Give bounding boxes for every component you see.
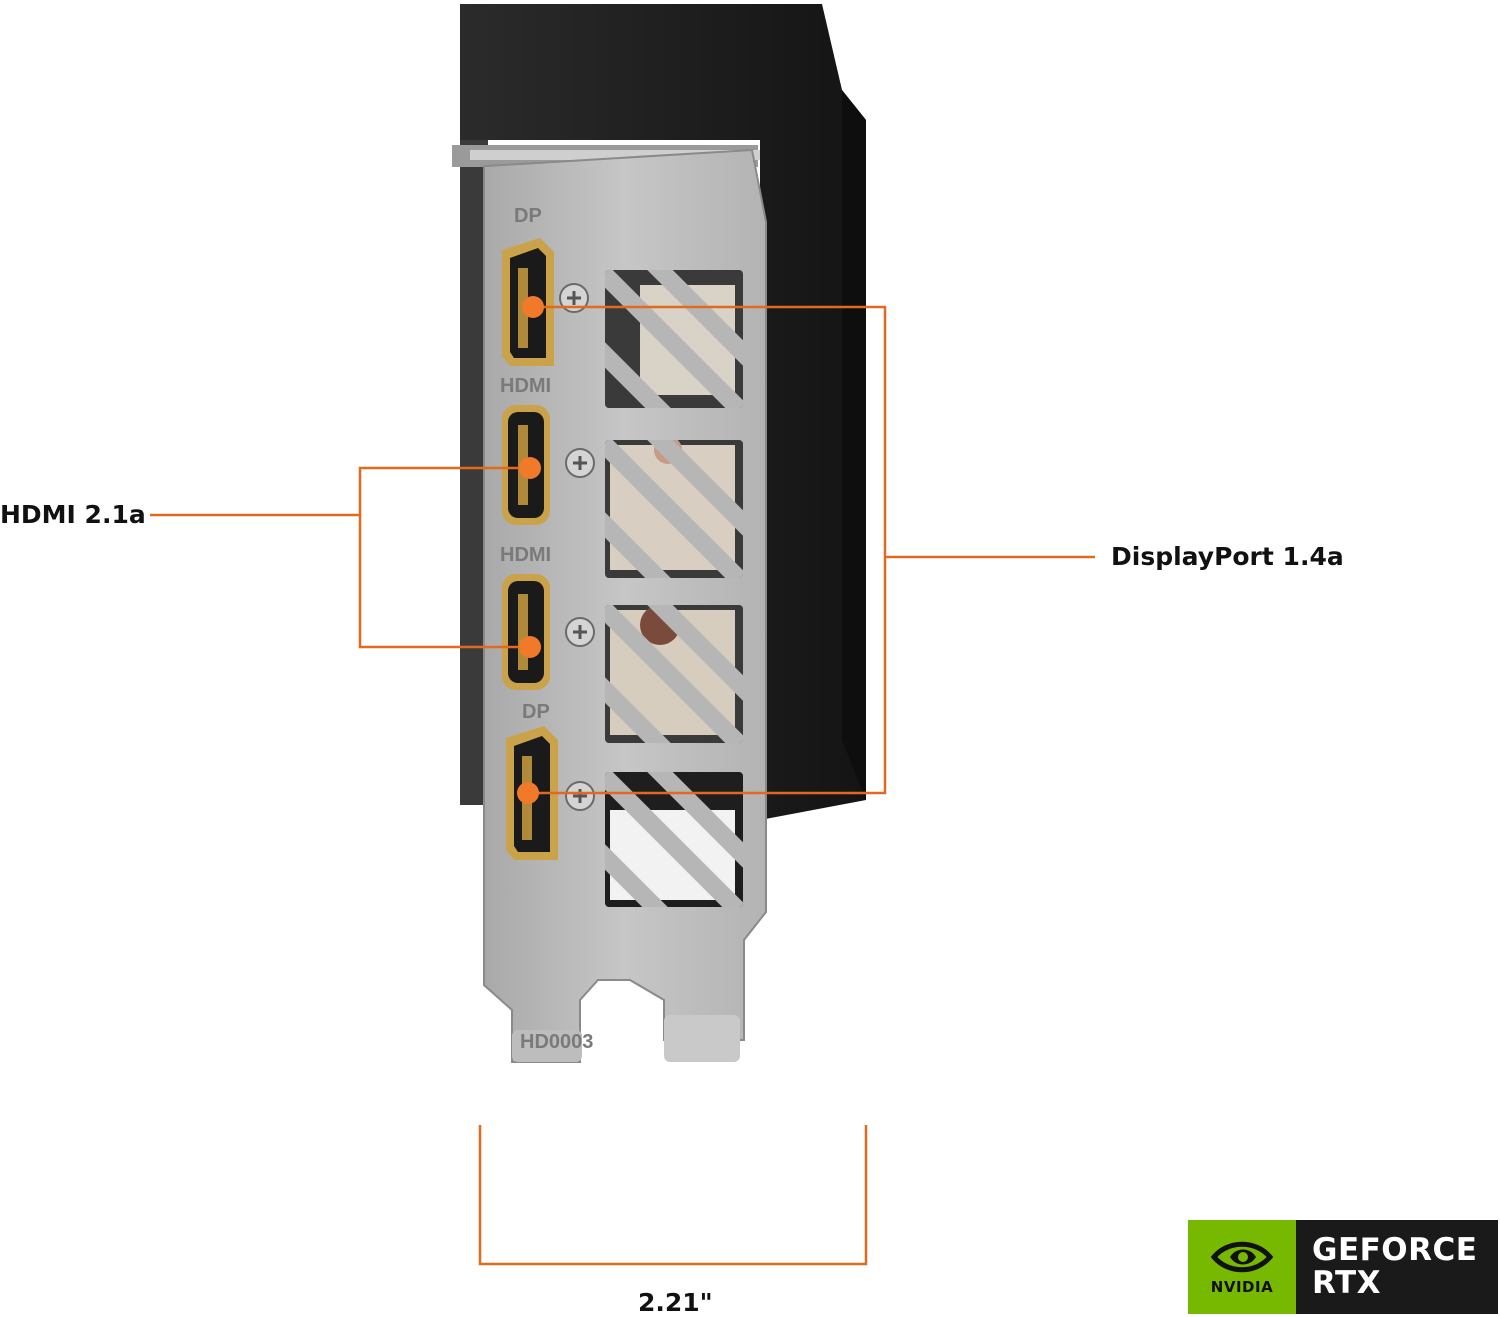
dimension-label: 2.21": [638, 1288, 713, 1317]
hdmi-port-2: [502, 574, 550, 690]
callout-dots: [517, 296, 544, 804]
hdmi-2-marking: HDMI: [500, 544, 551, 566]
nvidia-eye-icon: [1210, 1241, 1274, 1273]
bracket-vents: [605, 270, 743, 907]
callout-lines: [150, 305, 1095, 1266]
geforce-text: GEFORCE: [1312, 1232, 1478, 1268]
hdmi-1-marking: HDMI: [500, 375, 551, 397]
part-code-text: HD0003: [520, 1031, 593, 1053]
displayport-callout-label: DisplayPort 1.4a: [1111, 542, 1344, 571]
nvidia-logo-panel: NVIDIA: [1188, 1220, 1296, 1314]
geforce-rtx-panel: GEFORCE RTX: [1296, 1220, 1498, 1314]
dp-bottom-marking: DP: [522, 701, 550, 723]
dp-top-marking: DP: [514, 205, 542, 227]
nvidia-wordmark: NVIDIA: [1210, 1278, 1274, 1296]
rtx-text: RTX: [1312, 1265, 1382, 1301]
hdmi-callout-label: HDMI 2.1a: [0, 500, 146, 529]
geforce-rtx-badge: NVIDIA GEFORCE RTX: [1188, 1220, 1498, 1314]
